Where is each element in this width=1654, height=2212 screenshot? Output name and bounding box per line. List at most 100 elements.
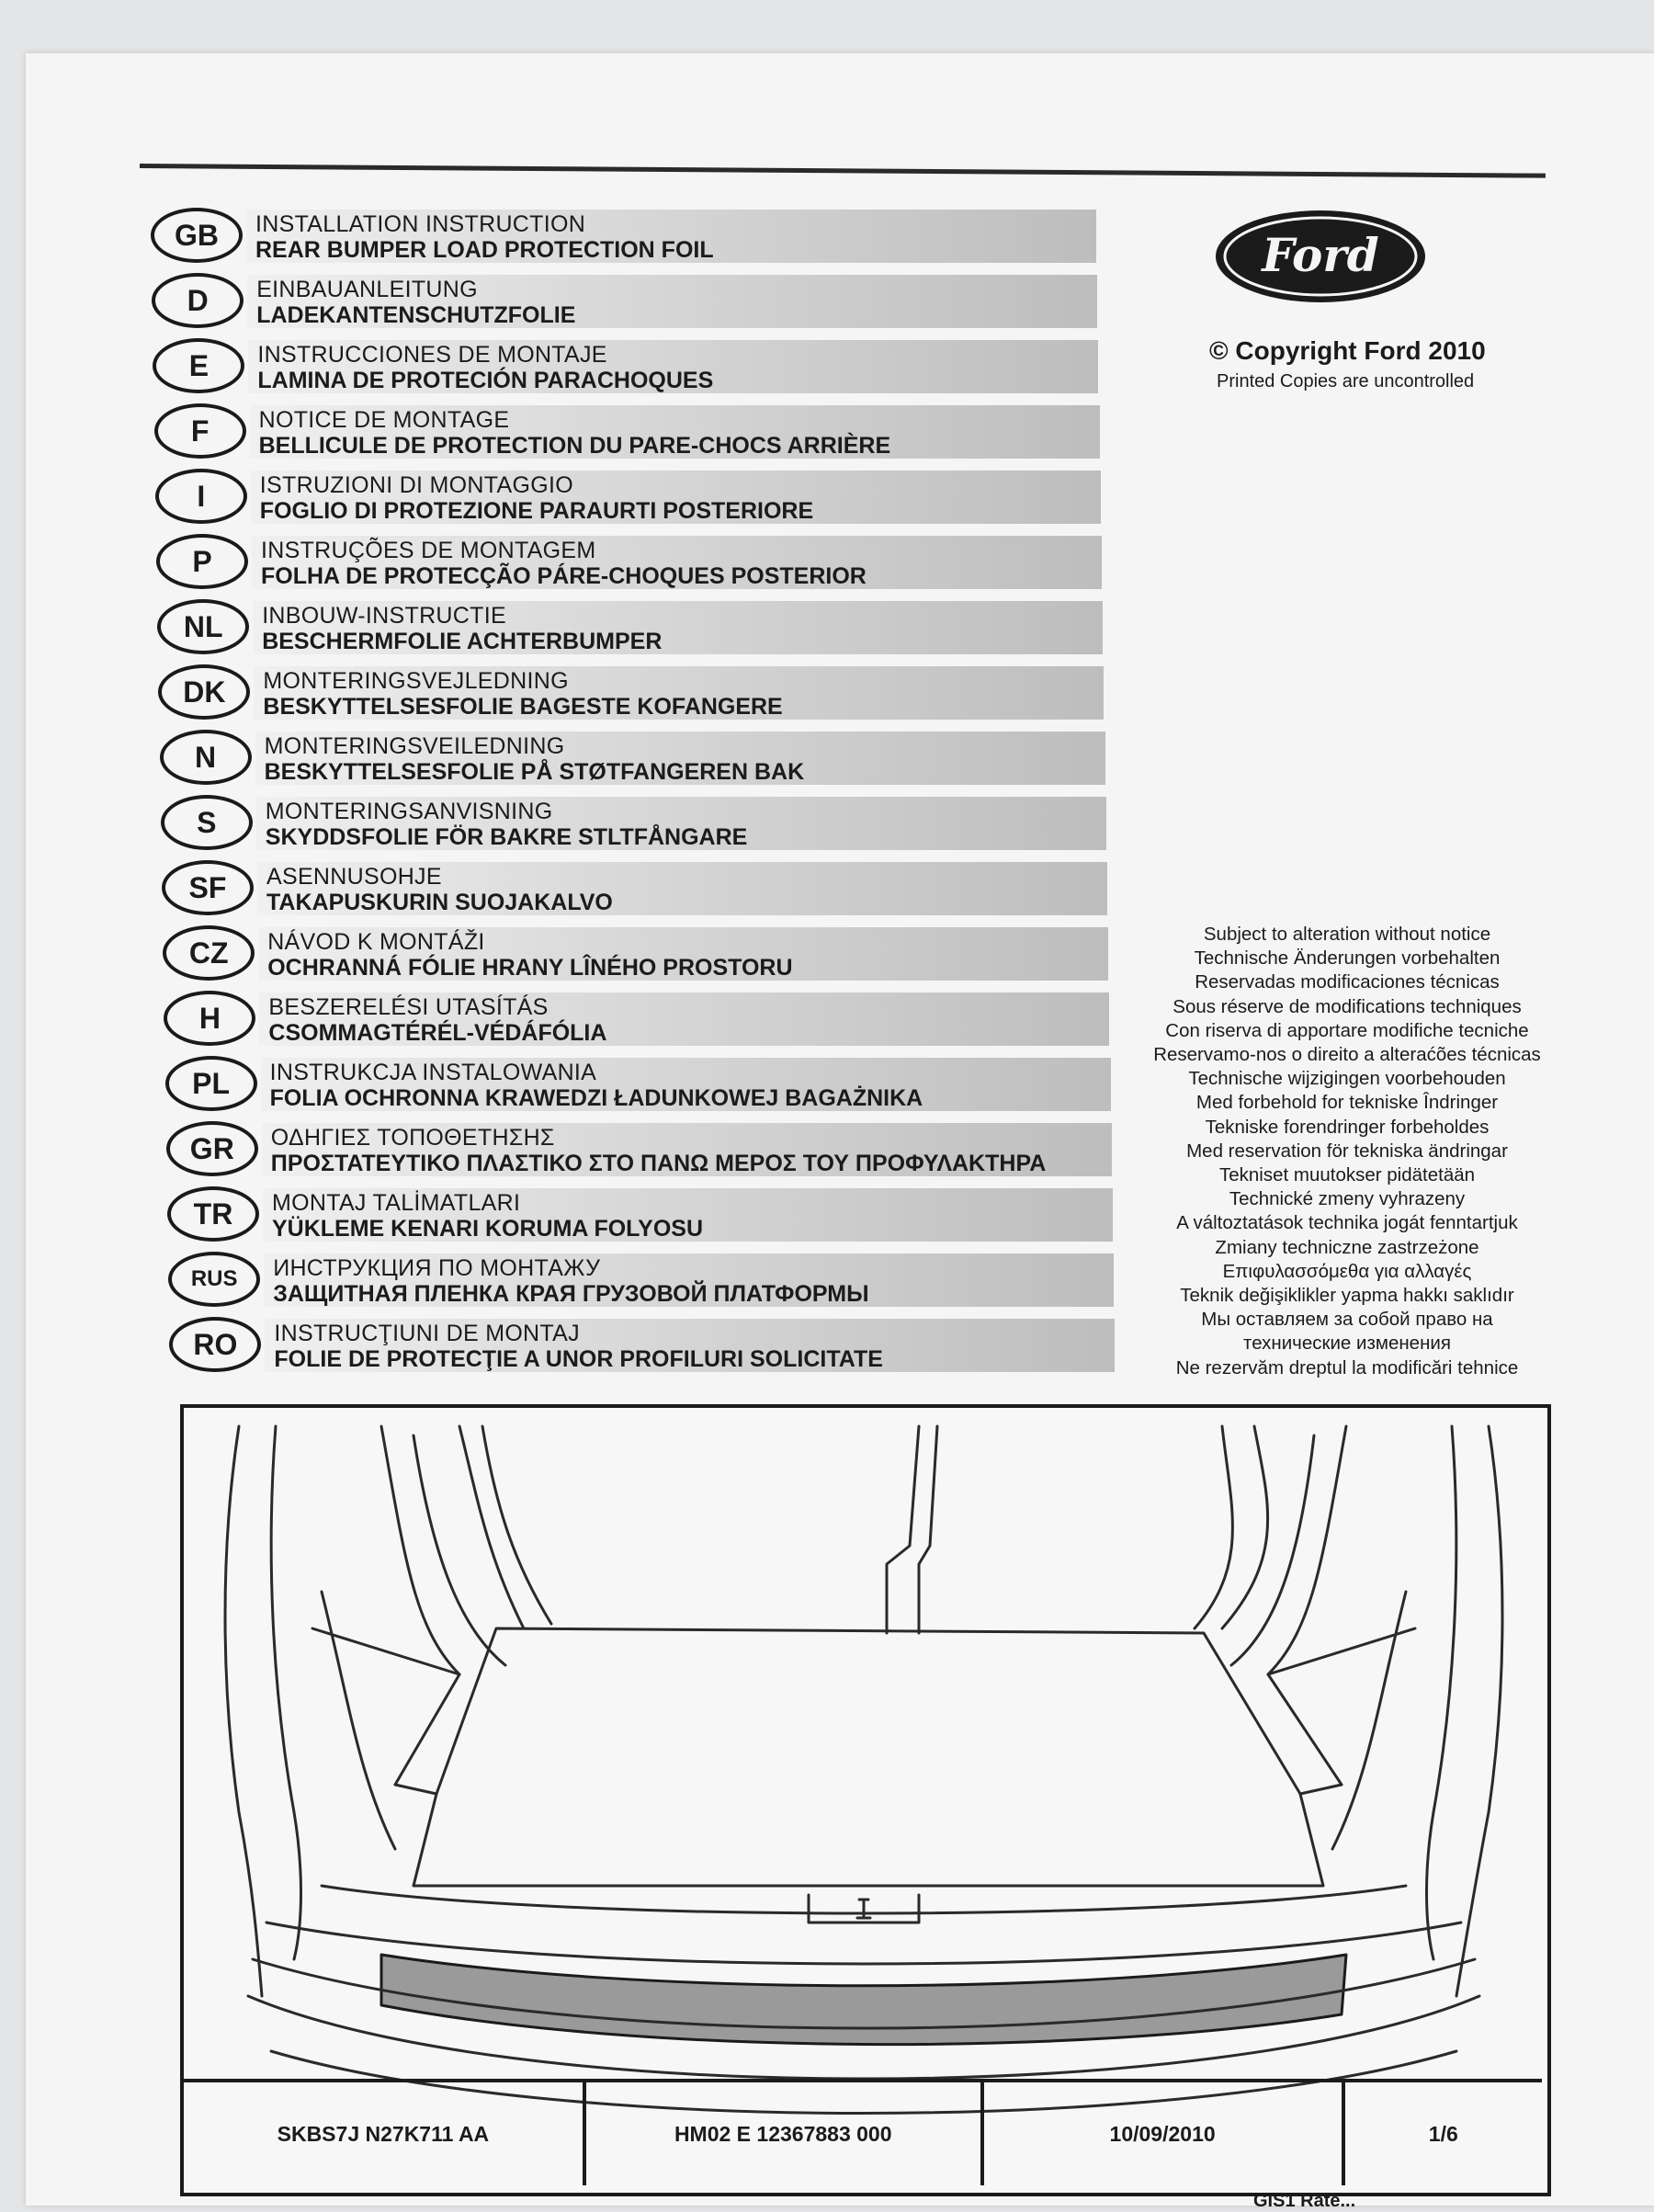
language-code-badge: PL [164,1056,257,1111]
printed-copies-note: Printed Copies are uncontrolled [1217,371,1475,391]
instruction-title: INSTRUÇÕES DE MONTAGEM [261,538,596,563]
alteration-notice: Subject to alteration without notice [1203,924,1491,945]
language-code-badge: H [164,991,256,1046]
title-bar [252,536,1102,589]
product-name: LAMINA DE PROTECIÓN PARACHOQUES [257,368,714,393]
language-code-badge: RO [169,1317,262,1372]
alteration-notice: Technické zmeny vyhrazeny [1229,1188,1466,1210]
document-number: HM02 E 12367883 000 [586,2082,984,2185]
instruction-title: MONTERINGSVEILEDNING [264,733,565,759]
instruction-title: MONTERINGSANVISNING [265,799,553,824]
instruction-title: MONTAJ TALİMATLARI [272,1190,521,1216]
language-code-badge: E [153,338,245,393]
alteration-notice: Technische wijzigingen voorbehouden [1188,1068,1506,1090]
product-name: FOLHA DE PROTECÇÃO PÁRE-CHOQUES POSTERIO… [261,563,867,589]
language-code-badge: TR [167,1186,259,1242]
alteration-notice: Мы оставляем за собой право на [1201,1309,1493,1331]
alteration-notice: Technische Änderungen vorbehalten [1194,947,1501,970]
alteration-notice: Επιφυλασσόμεθα για αλλαγές [1222,1260,1472,1282]
product-name: ΠΡΟΣΤΑΤΕΥΤΙΚΟ ΠΛΑΣΤΙΚΟ ΣΤΟ ΠΑΝΩ ΜΕΡΟΣ ΤΟ… [270,1151,1047,1176]
product-name: FOLIE DE PROTECŢIE A UNOR PROFILURI SOLI… [274,1346,883,1372]
title-bar [263,1188,1113,1242]
instruction-title: INSTRUCŢIUNI DE MONTAJ [274,1321,580,1346]
title-bar [248,340,1099,393]
title-bar [258,927,1109,981]
alteration-notice: Reservamo-nos o direito a alteraćões téc… [1153,1044,1541,1066]
title-bar [257,862,1107,915]
language-code-badge: D [152,273,244,328]
instruction-title: BESZERELÉSI UTASÍTÁS [268,994,549,1020]
product-name: BESKYTTELSESFOLIE BAGESTE KOFANGERE [263,694,783,720]
title-bar [265,1319,1116,1372]
language-code-badge: GR [165,1121,258,1176]
instruction-title: INBOUW-INSTRUCTIE [262,603,506,629]
title-bar [247,275,1098,328]
instruction-title: EINBAUANLEITUNG [256,277,478,302]
product-name: BELLICULE DE PROTECTION DU PARE-CHOCS AR… [258,433,891,459]
alteration-notice: Med reservation för tekniska ändringar [1186,1140,1508,1162]
title-bar [250,471,1101,524]
product-name: YÜKLEME KENARI KORUMA FOLYOSU [272,1216,704,1242]
instruction-title: MONTERINGSVEJLEDNING [263,668,569,694]
corner-note: GIS1 Rate... [1253,2191,1356,2211]
alteration-notice: Teknik değişiklikler yapma hakkı saklıdı… [1180,1285,1514,1307]
alteration-notice: Med forbehold for tekniske Îndringer [1195,1092,1499,1114]
document-footer: SKBS7J N27K711 AA HM02 E 12367883 000 10… [184,2079,1542,2185]
alteration-notice: Tekniske forendringer forbeholdes [1205,1116,1490,1138]
language-code-badge: CZ [163,925,255,981]
instruction-title: INSTALLATION INSTRUCTION [255,211,586,237]
product-name: REAR BUMPER LOAD PROTECTION FOIL [255,237,714,263]
language-code-badge: I [154,469,247,524]
language-code-badge: RUS [168,1252,261,1307]
title-bar [249,405,1100,459]
product-name: ЗАЩИТНАЯ ПЛЕНКА КРАЯ ГРУЗОВОЙ ПЛАТФОРМЫ [273,1281,869,1307]
language-code-badge: DK [158,664,251,720]
title-bar [259,993,1110,1046]
product-name: FOGLIO DI PROTEZIONE PARAURTI POSTERIORE [259,498,814,524]
alteration-notice: технические изменения [1243,1333,1451,1355]
instruction-title: ASENNUSOHJE [266,864,442,890]
alteration-notice: Ne rezervăm dreptul la modificări tehnic… [1175,1356,1519,1378]
language-code-badge: N [159,730,252,785]
alteration-notice: A változtatások technika jogát fenntartj… [1176,1212,1518,1234]
title-bar [264,1253,1115,1307]
title-bar [261,1123,1112,1176]
product-name: OCHRANNÁ FÓLIE HRANY LÎNÉHO PROSTORU [267,955,793,981]
language-code-badge: P [156,534,248,589]
title-bar [253,601,1104,654]
product-name: BESKYTTELSESFOLIE PÅ STØTFANGEREN BAK [264,759,805,785]
instruction-title: INSTRUCCIONES DE MONTAJE [257,342,607,368]
page-number: 1/6 [1428,2121,1458,2146]
alteration-notice: Tekniset muutokser pidätetään [1218,1164,1476,1186]
title-bar [255,732,1105,785]
instruction-title: NÁVOD K MONTÁŽI [267,929,485,955]
product-name: TAKAPUSKURIN SUOJAKALVO [266,890,613,915]
instruction-title: ISTRUZIONI DI MONTAGGIO [259,472,573,498]
language-code-badge: SF [162,860,254,915]
title-bar [254,666,1105,720]
instruction-title: ΟΔΗΓΙΕΣ ΤΟΠΟΘΕΤΗΣΗΣ [270,1125,555,1151]
instruction-title: INSTRUKCJA INSTALOWANIA [269,1060,597,1085]
language-code-badge: NL [157,599,250,654]
alteration-notice: Zmiany techniczne zastrzeżone [1215,1236,1479,1258]
language-code-badge: S [160,795,253,850]
instruction-title: ИНСТРУКЦИЯ ПО МОНТАЖУ [273,1255,601,1281]
alteration-notice: Sous réserve de modifications techniques [1173,995,1522,1017]
bumper-illustration [180,1404,1551,2196]
title-bar [255,797,1106,850]
